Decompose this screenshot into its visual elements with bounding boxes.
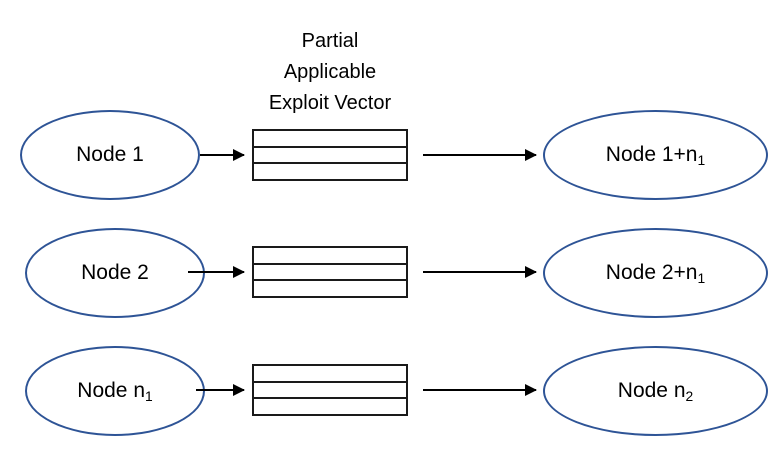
vector-row (254, 148, 406, 165)
source-node-1-label: Node 1 (76, 143, 144, 166)
vector-row (254, 281, 406, 296)
arrow-vector-to-target-1 (423, 149, 537, 161)
vector-row (254, 383, 406, 400)
vector-row (254, 366, 406, 383)
vector-caption: Partial Applicable Exploit Vector (268, 30, 392, 114)
arrow-vector-to-target-2 (423, 266, 537, 278)
vector-row (254, 131, 406, 148)
source-node-3[interactable]: Node n1 (25, 346, 205, 436)
exploit-vector-box-2[interactable] (252, 246, 408, 298)
target-node-3[interactable]: Node n2 (543, 346, 768, 436)
arrow-source-to-vector-2 (188, 266, 245, 278)
source-node-2[interactable]: Node 2 (25, 228, 205, 318)
target-node-1[interactable]: Node 1+n1 (543, 110, 768, 200)
target-node-2[interactable]: Node 2+n1 (543, 228, 768, 318)
arrow-vector-to-target-3 (423, 384, 537, 396)
source-node-1[interactable]: Node 1 (20, 110, 200, 200)
exploit-vector-box-3[interactable] (252, 364, 408, 416)
target-node-1-label: Node 1+n1 (605, 143, 706, 169)
target-node-2-label: Node 2+n1 (605, 261, 706, 287)
arrow-source-to-vector-1 (200, 149, 245, 161)
target-node-3-label: Node n2 (617, 379, 694, 405)
vector-row (254, 399, 406, 414)
exploit-vector-box-1[interactable] (252, 129, 408, 181)
vector-row (254, 265, 406, 282)
vector-row (254, 164, 406, 179)
source-node-2-label: Node 2 (81, 261, 149, 284)
source-node-3-label: Node n1 (77, 379, 153, 405)
vector-row (254, 248, 406, 265)
arrow-source-to-vector-3 (196, 384, 245, 396)
